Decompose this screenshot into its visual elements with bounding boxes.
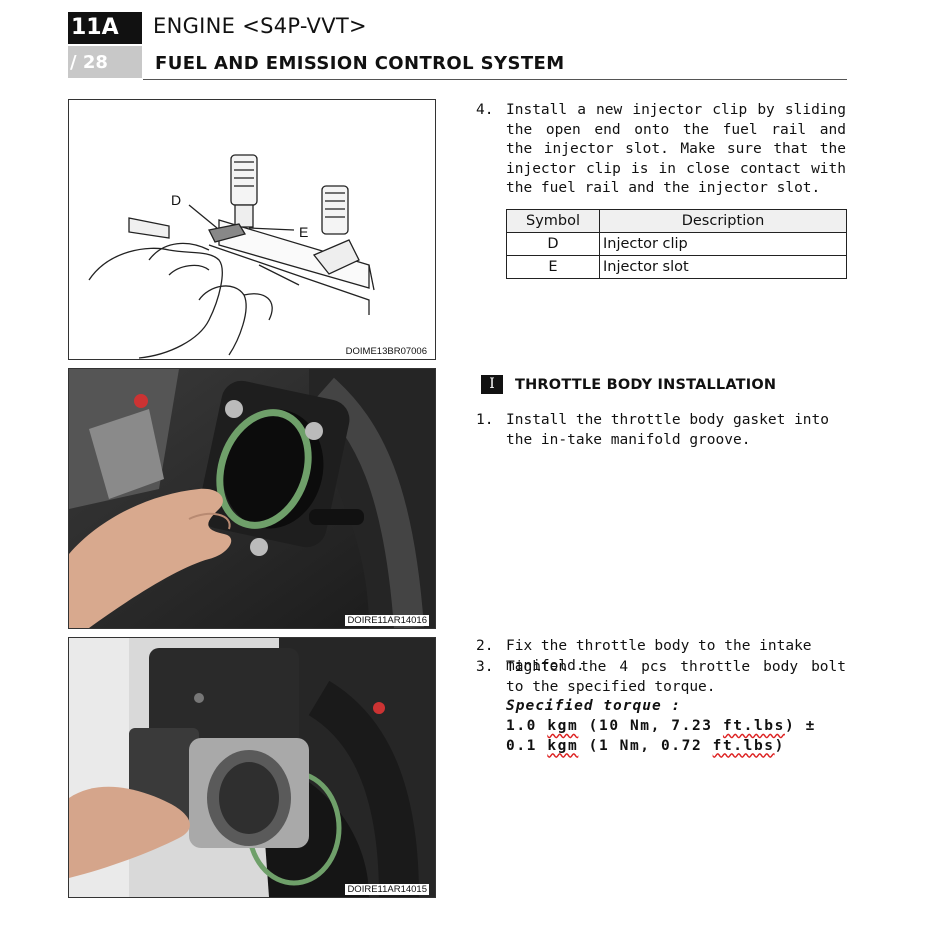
callout-d: D [171,192,181,208]
step-text: Tighten the 4 pcs throttle body bolt to … [506,659,846,695]
torque-part: (1 Nm, 0.72 [578,737,713,754]
section-title: FUEL AND EMISSION CONTROL SYSTEM [155,53,565,74]
torque-part: ) ± 0.1 [506,718,816,754]
symbol-table: Symbol Description D Injector clip E Inj… [506,209,847,279]
throttle-body-photo [69,638,435,897]
figure-injector-clip: D E DOIME13BR07006 [68,99,436,360]
torque-part: (10 Nm, 7.23 [578,718,723,734]
step-number: 2. [476,638,494,654]
torque-unit: kgm [547,737,579,754]
torque-value: 1.0 kgm (10 Nm, 7.23 ft.lbs) ± 0.1 kgm (… [506,717,846,756]
figure-code: DOIRE11AR14015 [345,884,429,895]
step-text: Install the throttle body gasket into th… [506,412,830,448]
figure-throttle-body: DOIRE11AR14015 [68,637,436,898]
cell-symbol: E [506,255,600,279]
torque-part: ) [774,737,785,754]
figure-throttle-gasket: DOIRE11AR14016 [68,368,436,629]
chapter-number: 11A [68,12,142,44]
torque-unit: kgm [547,718,579,734]
step-text: Install a new injector clip by sliding t… [506,102,846,197]
torque-unit: ft.lbs [712,737,775,754]
table-row: D Injector clip [506,232,847,256]
cell-description: Injector slot [599,255,847,279]
step-3: 3. Tighten the 4 pcs throttle body bolt … [476,658,848,758]
section-marker: I [481,375,503,394]
step-number: 3. [476,659,494,675]
table-row: E Injector slot [506,255,847,279]
step-1: 1. Install the throttle body gasket into… [476,411,848,453]
cell-description: Injector clip [599,232,847,256]
step-4: 4. Install a new injector clip by slidin… [476,101,848,201]
header-divider [143,79,847,80]
step-number: 1. [476,412,494,428]
step-2: 2. Fix the throttle body to the intake m… [476,637,848,674]
figure-code: DOIRE11AR14016 [345,615,429,626]
header-description: Description [599,209,847,233]
injector-clip-illustration: D E [88,154,375,359]
torque-label: Specified torque : [506,698,682,714]
callout-e: E [299,224,308,240]
gasket-photo [69,369,435,628]
header-symbol: Symbol [506,209,600,233]
step-text: Fix the throttle body to the intake mani… [506,638,812,674]
figure-code: DOIME13BR07006 [343,346,429,357]
cell-symbol: D [506,232,600,256]
torque-part: 1.0 [506,718,548,734]
step-number: 4. [476,102,494,118]
page-title: ENGINE <S4P-VVT> [153,14,367,38]
page-number: / 28 [68,46,142,78]
torque-unit: ft.lbs [722,718,785,734]
table-header-row: Symbol Description [506,209,847,233]
section-heading: THROTTLE BODY INSTALLATION [515,377,777,393]
